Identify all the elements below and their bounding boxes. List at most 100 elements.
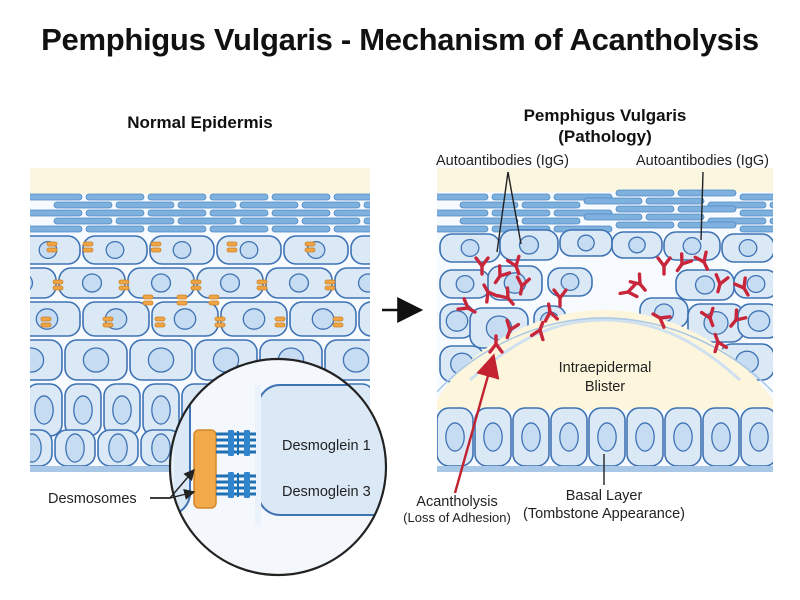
nucleus <box>597 422 617 452</box>
detached-keratinocyte <box>611 231 663 259</box>
corneocyte <box>769 201 773 209</box>
corneocyte <box>491 193 551 201</box>
keratinocyte <box>324 339 370 381</box>
desmosome <box>332 316 344 328</box>
corneocyte <box>209 225 269 233</box>
corneocyte <box>333 225 370 233</box>
nucleus <box>749 422 769 452</box>
corneocyte <box>437 209 489 217</box>
keratinocyte <box>289 301 357 337</box>
basal-cell <box>550 407 588 467</box>
nucleus <box>738 238 758 258</box>
nucleus <box>746 274 766 294</box>
nucleus <box>628 236 646 254</box>
nucleus <box>173 308 197 330</box>
detached-keratinocyte <box>663 231 721 261</box>
basal-layer-label: Basal Layer (Tombstone Appearance) <box>512 487 696 523</box>
desmosome <box>154 316 166 328</box>
blister-label-line2: Blister <box>584 379 626 395</box>
nucleus <box>374 242 392 259</box>
nucleus <box>105 240 125 260</box>
nucleus <box>81 273 103 293</box>
corneocyte <box>30 209 83 217</box>
nucleus <box>239 240 259 260</box>
corneocyte <box>437 193 489 201</box>
nucleus <box>559 422 579 452</box>
desmosome <box>40 316 52 328</box>
keratinocyte <box>103 383 141 437</box>
corneocyte <box>301 217 361 225</box>
basal-cell <box>702 407 740 467</box>
pathology-title-line2: (Pathology) <box>558 127 652 146</box>
detached-keratinocyte <box>439 233 501 263</box>
corneocyte <box>30 193 83 201</box>
corneocyte <box>209 209 269 217</box>
keratinocyte <box>149 235 215 265</box>
corneocyte <box>645 197 705 205</box>
corneocyte <box>739 225 773 233</box>
desmosome <box>52 279 64 291</box>
corneocyte <box>85 225 145 233</box>
desmosome <box>324 279 336 291</box>
corneocyte <box>521 201 581 209</box>
desmosome <box>226 241 238 253</box>
nucleus <box>172 240 192 260</box>
desmosome <box>82 241 94 253</box>
corneocyte <box>739 193 773 201</box>
detached-keratinocyte <box>721 233 773 263</box>
detached-keratinocyte <box>499 229 559 261</box>
corneocyte <box>363 201 370 209</box>
desmosome <box>102 316 114 328</box>
nucleus <box>82 347 110 373</box>
nucleus <box>150 273 172 293</box>
corneocyte <box>521 217 581 225</box>
corneocyte <box>333 209 370 217</box>
nucleus <box>147 347 175 373</box>
corneocyte <box>491 209 551 217</box>
corneocyte <box>615 221 675 229</box>
corneocyte <box>147 209 207 217</box>
nucleus <box>673 422 693 452</box>
nucleus <box>357 273 370 293</box>
basal-cell <box>512 407 550 467</box>
normal-epidermis-title: Normal Epidermis <box>127 113 273 132</box>
desmosome-markers <box>40 241 344 328</box>
nucleus <box>30 347 45 373</box>
keratinocyte <box>30 267 57 299</box>
nucleus <box>151 395 171 425</box>
desmosome-zoom-callout <box>168 357 388 577</box>
nucleus <box>108 433 128 463</box>
desmosome <box>150 241 162 253</box>
desmosome <box>208 294 220 306</box>
nucleus <box>288 273 310 293</box>
corneocyte <box>583 197 643 205</box>
corneocyte <box>147 225 207 233</box>
nucleus <box>682 236 702 256</box>
desmosome <box>274 316 286 328</box>
nucleus <box>483 422 503 452</box>
keratinocyte <box>142 383 180 437</box>
keratinocyte <box>97 429 139 467</box>
detached-keratinocyte <box>675 269 735 301</box>
desmosome-plaque <box>193 429 217 509</box>
corneocyte <box>769 217 773 225</box>
nucleus <box>65 433 85 463</box>
desmosome <box>214 316 226 328</box>
corneocyte <box>271 225 331 233</box>
keratinocyte <box>82 301 150 337</box>
corneocyte <box>239 217 299 225</box>
acantholysis-label-line1: Acantholysis <box>416 494 498 510</box>
nucleus <box>560 272 580 292</box>
nucleus <box>460 238 480 258</box>
corneocyte <box>177 201 237 209</box>
keratinocyte <box>358 301 370 337</box>
acantholysis-label: Acantholysis (Loss of Adhesion) <box>395 494 519 525</box>
basal-layer-cells <box>437 407 773 467</box>
corneocyte <box>239 201 299 209</box>
keratinocyte <box>30 429 53 467</box>
nucleus <box>30 433 42 463</box>
corneocyte <box>147 193 207 201</box>
detached-keratinocyte <box>733 269 773 299</box>
desmosome <box>304 241 316 253</box>
basal-cell <box>588 407 626 467</box>
